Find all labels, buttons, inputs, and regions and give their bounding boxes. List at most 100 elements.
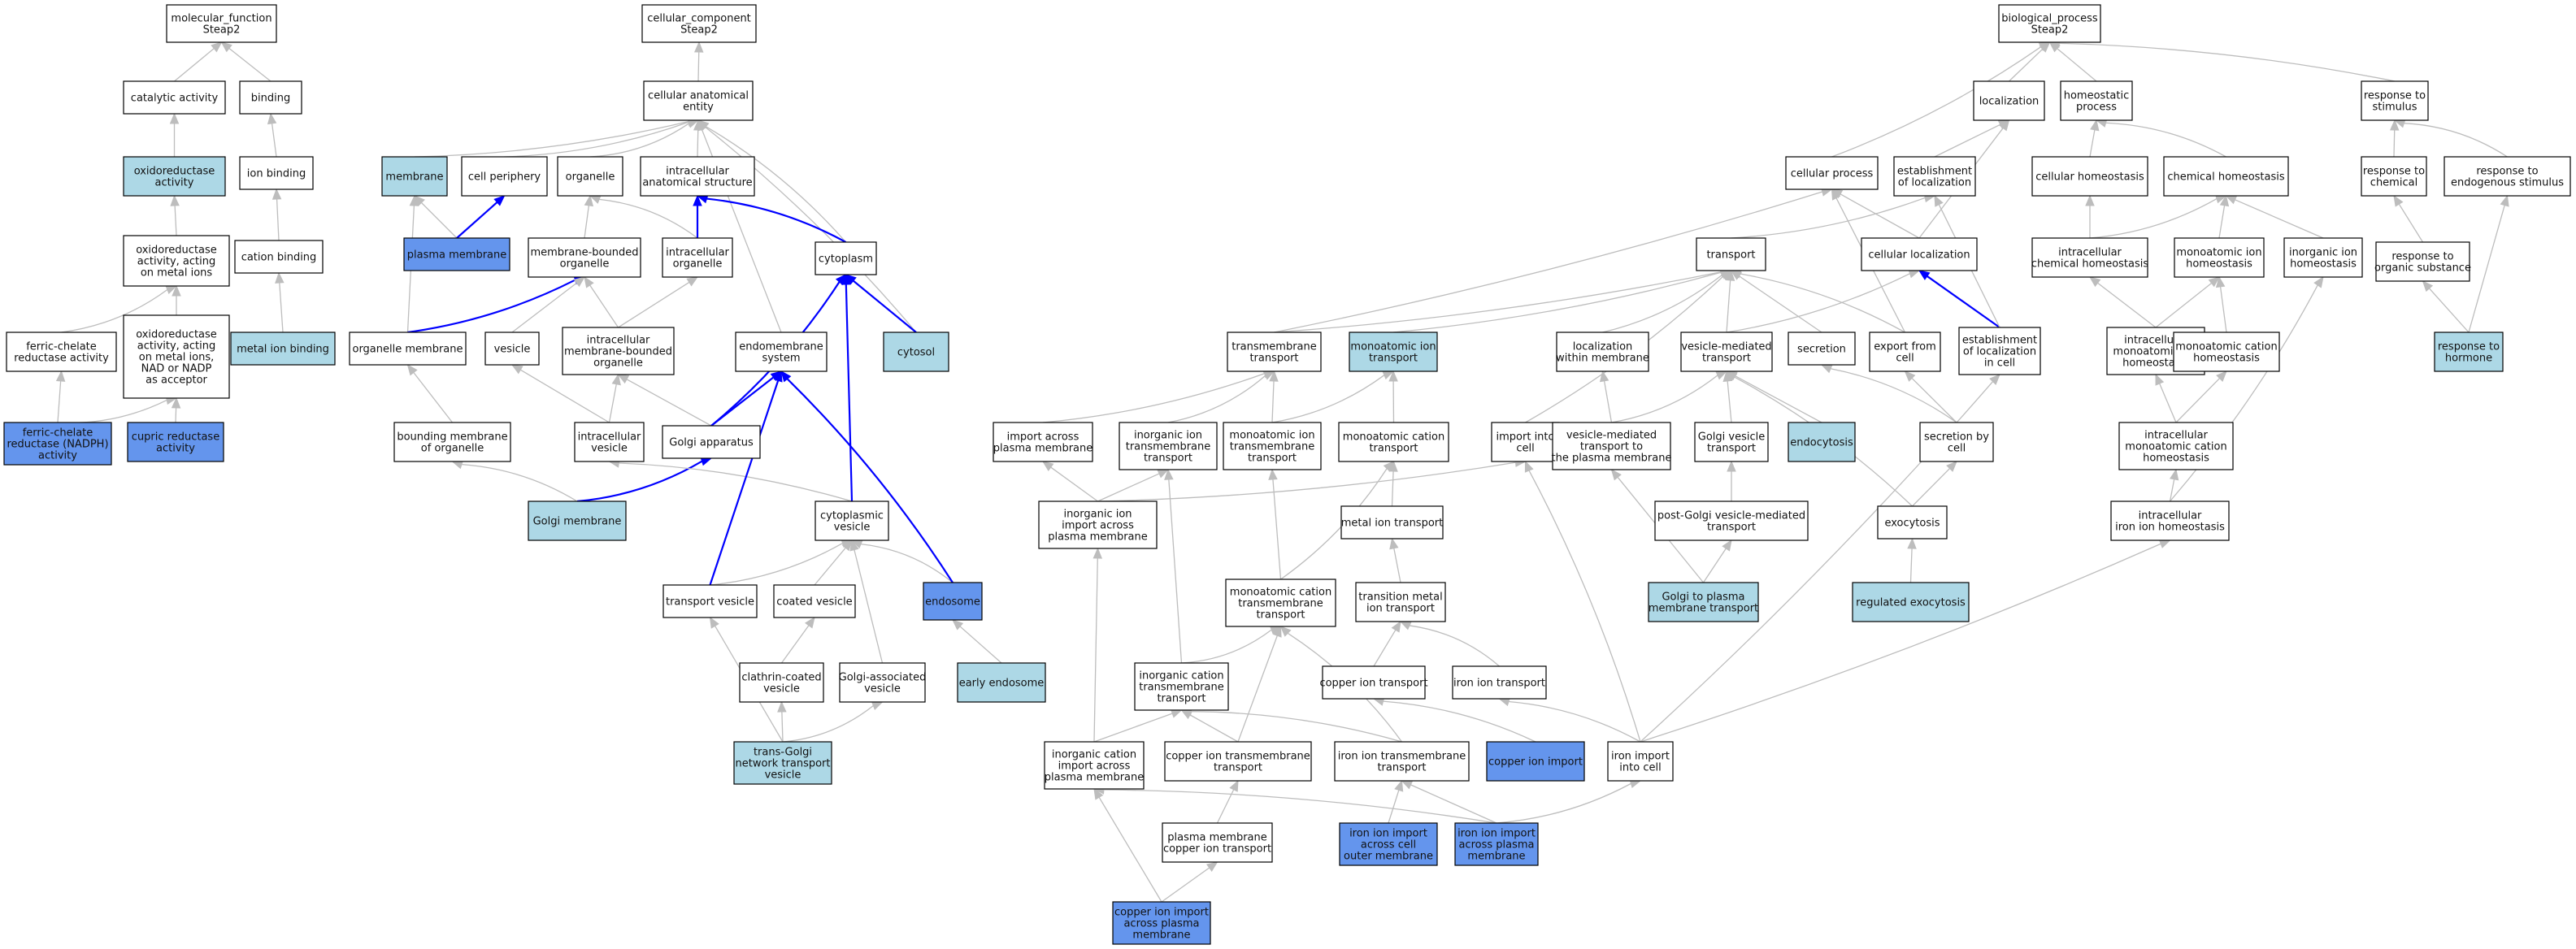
node-box	[883, 332, 949, 372]
edge-metalion-to-cationbind	[279, 282, 284, 333]
node-transves[interactable]: transport vesicle	[662, 584, 758, 618]
node-binding[interactable]: binding	[239, 80, 302, 115]
node-irontrans[interactable]: iron ion transport	[1452, 665, 1547, 700]
node-secretion[interactable]: secretion	[1788, 332, 1856, 366]
node-metalion[interactable]: metal ion binding	[230, 332, 336, 366]
node-copperimport[interactable]: copper ion import	[1486, 741, 1585, 782]
node-metaliontrans[interactable]: metal ion transport	[1340, 505, 1444, 540]
node-transport[interactable]: transport	[1696, 237, 1766, 271]
node-periphery[interactable]: cell periphery	[461, 156, 548, 197]
node-regexo[interactable]: regulated exocytosis	[1852, 582, 1970, 622]
node-cellloc[interactable]: cellular localization	[1861, 237, 1978, 271]
node-cellhomeo[interactable]: cellular homeostasis	[2031, 156, 2148, 197]
node-golgi[interactable]: Golgi apparatus	[662, 425, 761, 459]
node-cytoplasm[interactable]: cytoplasm	[815, 241, 877, 275]
node-golgimem[interactable]: Golgi membrane	[528, 500, 627, 541]
node-catalytic[interactable]: catalytic activity	[123, 80, 226, 115]
node-plasmamem[interactable]: plasma membrane	[403, 237, 510, 271]
node-exocytosis[interactable]: exocytosis	[1877, 505, 1948, 540]
node-endocytosis[interactable]: endocytosis	[1788, 422, 1856, 462]
node-chemhomeo[interactable]: chemical homeostasis	[2163, 156, 2289, 197]
node-coatedves[interactable]: coated vesicle	[773, 584, 856, 618]
node-cationbind[interactable]: cation binding	[234, 240, 324, 274]
node-earlyendo[interactable]: early endosome	[957, 662, 1046, 703]
node-organelle[interactable]: organelle	[557, 156, 623, 197]
node-ionbind[interactable]: ion binding	[239, 156, 314, 190]
node-orgmem[interactable]: organelle membrane	[349, 332, 467, 366]
node-localization[interactable]: localization	[1973, 80, 2045, 121]
arrowhead-intchemhomeo-to-cellhomeo	[2085, 194, 2095, 206]
node-vesicle[interactable]: vesicle	[484, 332, 540, 366]
node-membrane[interactable]: membrane	[381, 156, 448, 197]
node-cytosol[interactable]: cytosol	[883, 332, 949, 372]
node-endosome[interactable]: endosome	[923, 582, 983, 621]
edge-cellloc-to-cellproc	[1840, 193, 1920, 239]
node-coppertrans[interactable]: copper ion transport	[1319, 665, 1428, 700]
node-cellproc[interactable]: cellular process	[1785, 156, 1879, 190]
